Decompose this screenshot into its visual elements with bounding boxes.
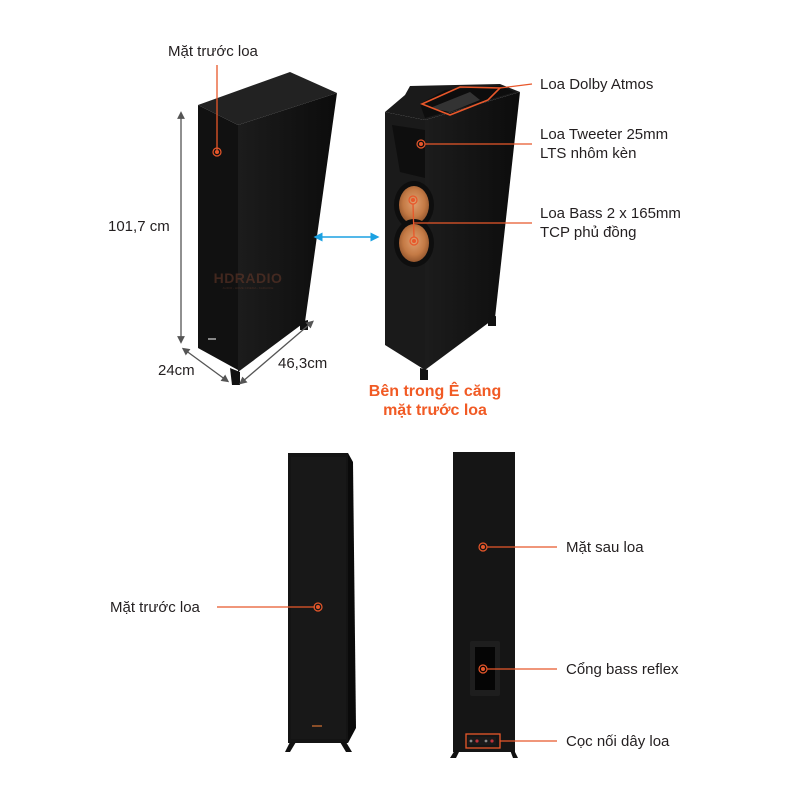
callout-binding-posts: Cọc nối dây loa bbox=[566, 733, 670, 750]
watermark-logo: HDRADIO AUDIO - HOME CINEMA - KARAOKE bbox=[213, 270, 283, 290]
depth-dimension-label: 24cm bbox=[158, 362, 195, 379]
callout-front-face-top: Mặt trước loa bbox=[168, 43, 258, 60]
callout-bass-detail: TCP phủ đồng bbox=[540, 224, 637, 241]
width-dimension-arrow bbox=[239, 320, 314, 385]
speaker-front-flat bbox=[285, 453, 356, 752]
callout-front-face-bottom: Mặt trước loa bbox=[110, 599, 200, 616]
callout-bass: Loa Bass 2 x 165mm bbox=[540, 205, 681, 222]
callout-tweeter-detail: LTS nhôm kèn bbox=[540, 145, 637, 162]
grille-caption-line2: mặt trước loa bbox=[383, 402, 487, 419]
grille-caption-line1: Bên trong Ê căng bbox=[368, 383, 502, 400]
callout-dolby-atmos: Loa Dolby Atmos bbox=[540, 76, 654, 93]
callout-bass-reflex: Cổng bass reflex bbox=[566, 661, 679, 678]
depth-dimension-arrow bbox=[181, 347, 230, 383]
speaker-front-angled bbox=[198, 72, 337, 385]
speaker-front-open bbox=[385, 84, 520, 380]
width-dimension-label: 46,3cm bbox=[278, 355, 328, 372]
speaker-rear bbox=[450, 452, 518, 758]
callout-rear-face: Mặt sau loa bbox=[566, 539, 644, 556]
callout-tweeter: Loa Tweeter 25mm bbox=[540, 126, 669, 143]
callout-dot-icon bbox=[212, 147, 222, 157]
height-dimension-label: 101,7 cm bbox=[108, 218, 170, 235]
